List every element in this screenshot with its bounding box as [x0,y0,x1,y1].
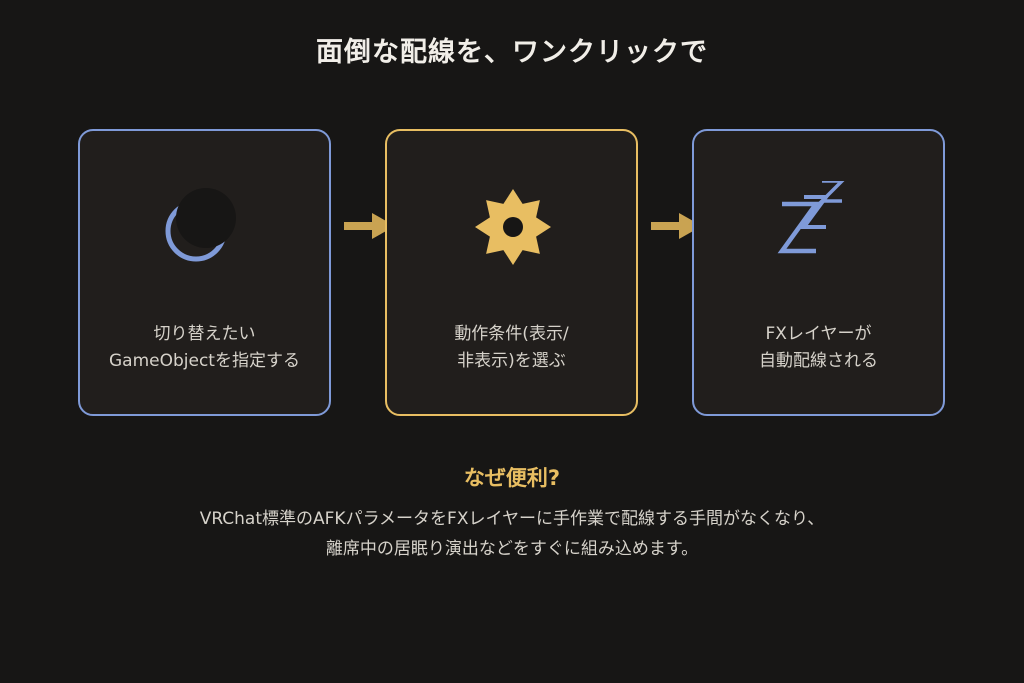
step-label-line: 自動配線される [759,351,878,371]
page-title: 面倒な配線を、ワンクリックで [316,37,708,68]
step-label: 切り替えたい GameObjectを指定する [80,321,329,375]
arrow-right-icon [344,213,395,239]
why-description-line: 離席中の居眠り演出などをすぐに組み込めます。 [325,539,699,559]
arrow-right-icon [651,213,702,239]
step-label-line: 動作条件(表示/ [454,324,569,344]
step-card-choose-condition: 動作条件(表示/ 非表示)を選ぶ [385,129,638,416]
sleep-zzz-icon [777,181,845,254]
why-title: なぜ便利? [463,466,561,490]
step-card-select-gameobject: 切り替えたい GameObjectを指定する [78,129,331,416]
step-label-line: FXレイヤーが [765,324,872,344]
step-card-auto-wiring: FXレイヤーが 自動配線される [692,129,945,416]
step-label: FXレイヤーが 自動配線される [694,321,943,375]
step-label-line: GameObjectを指定する [109,351,300,371]
why-description: VRChat標準のAFKパラメータをFXレイヤーに手作業で配線する手間がなくなり… [0,504,1024,564]
gear-icon [475,189,551,265]
moon-icon [165,188,236,262]
step-label-line: 切り替えたい [153,324,256,344]
why-description-line: VRChat標準のAFKパラメータをFXレイヤーに手作業で配線する手間がなくなり… [199,509,825,529]
step-label: 動作条件(表示/ 非表示)を選ぶ [387,321,636,375]
step-label-line: 非表示)を選ぶ [457,351,566,371]
